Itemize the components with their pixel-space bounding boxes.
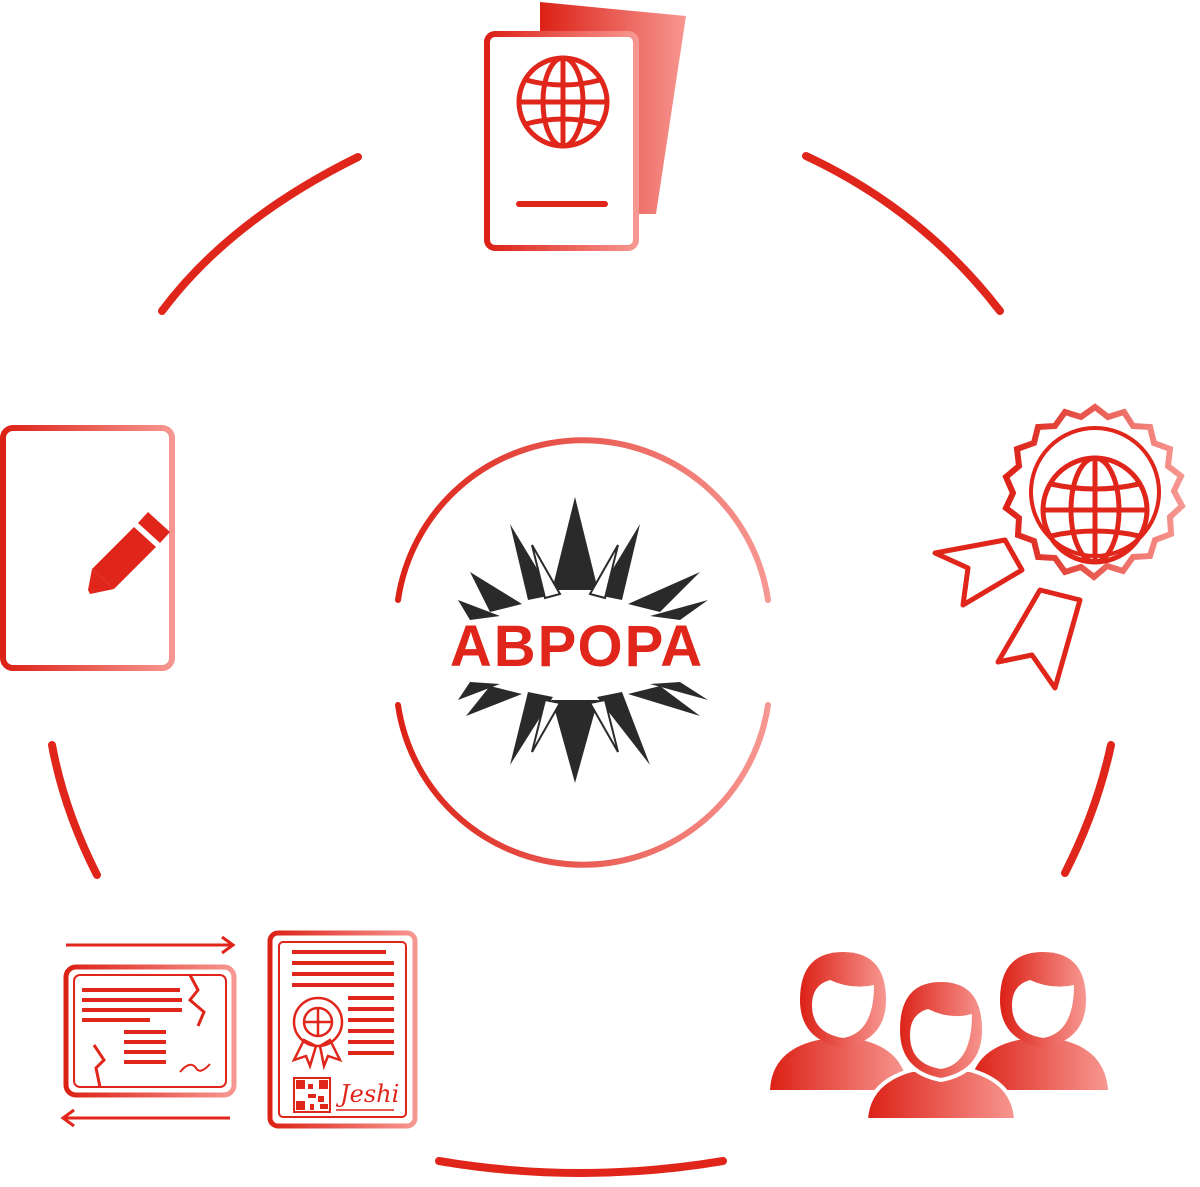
brand-name: АВРОРА [450, 614, 704, 679]
center-logo: АВРОРА [395, 437, 771, 868]
torn-document-icon [63, 964, 237, 1098]
person-center [863, 977, 1019, 1122]
ribbon-left [932, 537, 1025, 608]
certificate-seal-icon [291, 996, 344, 1071]
signature-mark [179, 1063, 211, 1073]
signature-text: Jeshi [335, 1080, 399, 1108]
passport-icon [484, 2, 686, 251]
ribbon-right [995, 587, 1083, 691]
cycle-arc-top-right [802, 152, 1004, 315]
cycle-arc-right [1061, 741, 1115, 877]
cycle-arc-bottom [435, 1157, 727, 1177]
aurora-star-logo [458, 497, 708, 783]
people-group-icon [770, 952, 1108, 1122]
edit-document-icon [0, 425, 175, 671]
cycle-arc-left [48, 741, 101, 879]
person-right [970, 952, 1108, 1090]
document-lines [34, 441, 150, 649]
center-ring-bottom [395, 702, 771, 868]
globe-icon [516, 55, 610, 149]
arrow-left-icon [60, 1108, 230, 1128]
person-left [770, 952, 908, 1090]
center-ring-top [395, 437, 771, 603]
globe-icon [1040, 455, 1150, 565]
cycle-ring [48, 152, 1115, 1177]
certificate-document-icon: Jeshi [267, 930, 418, 1129]
pencil-icon [88, 512, 170, 594]
award-rosette-icon [932, 403, 1186, 691]
passport-back-page [540, 2, 686, 214]
arrow-right-icon [66, 935, 236, 955]
qr-code-icon [293, 1077, 331, 1113]
document-exchange-icon: Jeshi [60, 930, 418, 1129]
cycle-arc-top-left [158, 153, 362, 315]
